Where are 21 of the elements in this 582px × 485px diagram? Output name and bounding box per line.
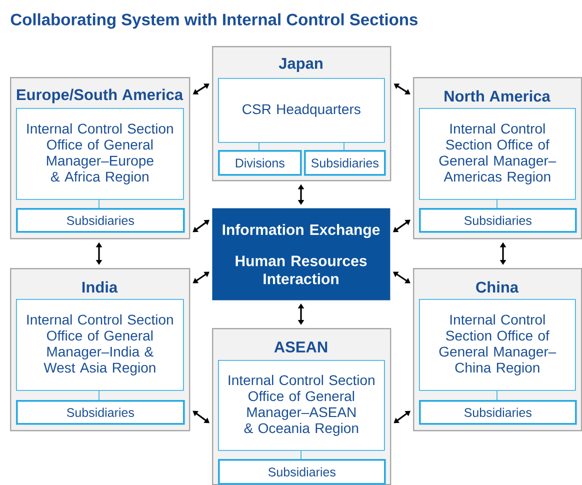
connector-line <box>300 450 302 460</box>
unit-box: Subsidiaries <box>304 150 386 176</box>
unit-box: Subsidiaries <box>419 208 577 233</box>
office-box: CSR Headquarters <box>218 78 385 143</box>
connector-line <box>98 199 100 208</box>
unit-box: Subsidiaries <box>16 208 185 233</box>
unit-box: Divisions <box>218 150 302 176</box>
office-box: Internal Control Section Office of General Manager–Europe & Africa Region <box>16 108 184 200</box>
unit-box: Subsidiaries <box>218 459 386 485</box>
office-box: Internal Control Section Office of General Manager–India & West Asia Region <box>16 299 184 391</box>
title: Collaborating System with Internal Control Sections <box>10 13 418 29</box>
office-box: Internal Control Section Office of General Manager–China Region <box>419 299 576 391</box>
unit-box: Subsidiaries <box>419 400 577 425</box>
connector-line <box>258 142 260 150</box>
connector-line <box>496 199 498 208</box>
connector-line <box>496 390 498 400</box>
office-box: Internal Control Section Office of General Manager–ASEAN & Oceania Region <box>218 360 385 451</box>
exchange-box: Information Exchange Human Resources Interaction <box>212 208 390 300</box>
connector-line <box>98 390 100 400</box>
unit-box: Subsidiaries <box>16 400 185 425</box>
office-box: Internal Control Section Office of General Manager–Americas Region <box>419 108 576 200</box>
